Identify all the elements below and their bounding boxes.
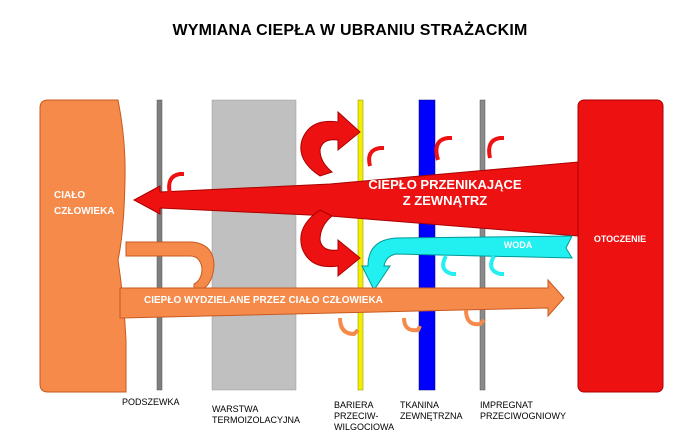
small-heat-curl-3 bbox=[464, 309, 486, 327]
water-label: WODA bbox=[504, 240, 533, 250]
small-red-curl-1 bbox=[367, 146, 384, 167]
environment-block bbox=[577, 99, 664, 393]
layer-label-moisture-barrier: BARIERA PRZECIW- WILGOCIOWA bbox=[334, 400, 394, 433]
small-red-curl-4 bbox=[167, 172, 184, 195]
layer-label-line: TERMOIZOLACYJNA bbox=[212, 415, 301, 425]
layer-label-lining: PODSZEWKA bbox=[122, 397, 180, 408]
body-heat-arrow bbox=[119, 278, 565, 319]
layer-label-line: IMPREGNAT bbox=[480, 400, 533, 410]
body-heat-label: CIEPŁO WYDZIELANE PRZEZ CIAŁO CZŁOWIEKA bbox=[144, 295, 383, 306]
small-red-curl-3 bbox=[487, 136, 504, 159]
body-label-line1: CIAŁO bbox=[54, 190, 85, 201]
body-heat-curl-arrow bbox=[125, 241, 215, 293]
layer-label-line: PRZECIW- bbox=[334, 411, 379, 421]
environment-label: OTOCZENIE bbox=[594, 234, 646, 244]
layer-label-line: ZEWNĘTRZNA bbox=[400, 411, 463, 421]
heat-in-curl-upper bbox=[300, 110, 361, 177]
small-heat-curl-1 bbox=[338, 317, 360, 337]
heat-in-label-line1: CIEPŁO PRZENIKAJĄCE bbox=[368, 177, 521, 192]
small-red-curl-2 bbox=[434, 136, 452, 161]
layer-label-line: BARIERA bbox=[334, 400, 374, 410]
layer-label-outer-fabric: TKANINA ZEWNĘTRZNA bbox=[400, 400, 463, 422]
thermal-insulation-layer bbox=[211, 99, 297, 391]
diagram-title: WYMIANA CIEPŁA W UBRANIU STRAŻACKIM bbox=[172, 22, 528, 39]
layer-label-fire-impregnate: IMPREGNAT PRZECIWOGNIOWY bbox=[480, 400, 566, 422]
moisture-barrier-layer bbox=[357, 99, 364, 391]
water-arrow bbox=[361, 235, 573, 291]
small-heat-curl-2 bbox=[402, 317, 422, 333]
human-body-shape bbox=[39, 99, 127, 393]
small-water-curl-2 bbox=[489, 255, 504, 276]
body-label-line2: CZŁOWIEKA bbox=[54, 206, 115, 217]
layer-label-line: PODSZEWKA bbox=[122, 397, 180, 407]
small-water-curl-1 bbox=[441, 255, 456, 276]
heat-in-curl-lower bbox=[300, 209, 361, 278]
heat-in-arrow bbox=[132, 161, 579, 237]
heat-in-label-line2: Z ZEWNĄTRZ bbox=[403, 193, 488, 208]
layer-label-thermal-insulation: WARSTWA TERMOIZOLACYJNA bbox=[212, 404, 300, 426]
layer-label-line: WILGOCIOWA bbox=[334, 422, 395, 432]
layer-label-line: TKANINA bbox=[400, 400, 440, 410]
layer-label-line: PRZECIWOGNIOWY bbox=[480, 411, 566, 421]
layer-label-line: WARSTWA bbox=[212, 404, 259, 414]
